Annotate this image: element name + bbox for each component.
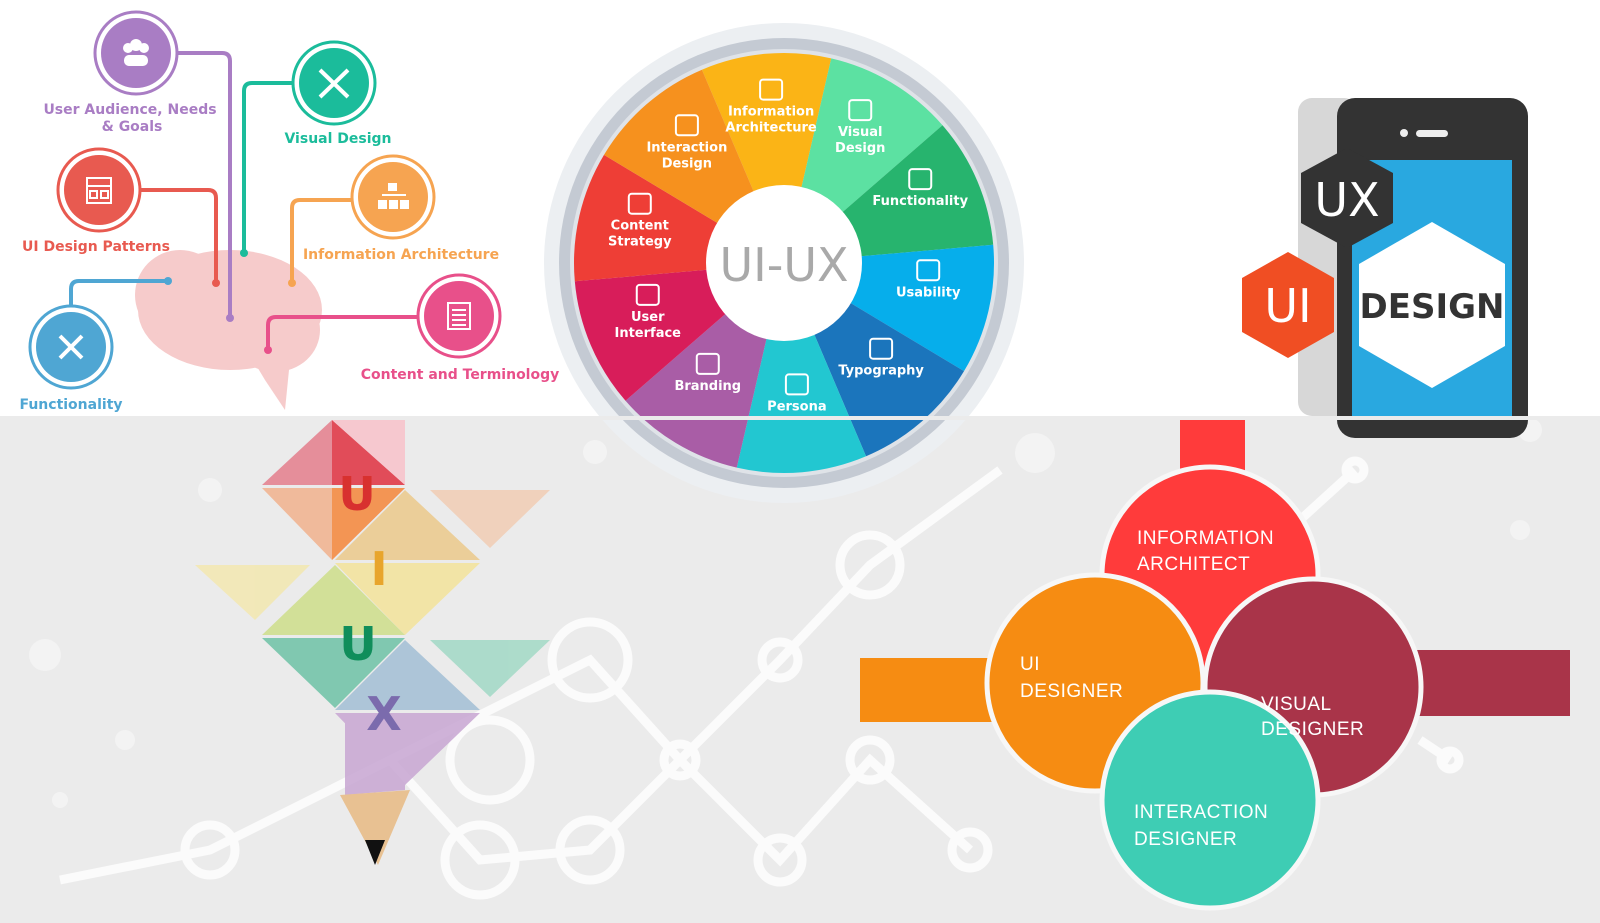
- gear-wrench-icon: [908, 168, 933, 191]
- star-icon: [695, 352, 720, 375]
- ruler-pencil-icon: [318, 68, 350, 99]
- sitemap-icon: [759, 78, 784, 101]
- wheel-segment-label: Interaction: [646, 140, 727, 155]
- node-content-terminology: [416, 273, 502, 359]
- wheel-segment-label: Branding: [674, 379, 741, 394]
- node-visual-design: [291, 40, 377, 126]
- phone-camera: [1400, 129, 1408, 137]
- label-content-terminology: Content and Terminology: [361, 367, 560, 383]
- role-visual-designer-2: DESIGNER: [1261, 719, 1364, 740]
- ui-hexagon: [1242, 252, 1334, 358]
- wheel-segment-label: Visual: [838, 125, 883, 140]
- wheel-segment-label: Typography: [838, 364, 924, 379]
- wheel-segment-label: Design: [835, 141, 885, 156]
- wheel-segment-label: Design: [662, 156, 712, 171]
- design-hexagon: [1359, 222, 1505, 388]
- sitemap-icon: [378, 183, 409, 209]
- wheel-segment-label: Architecture: [725, 121, 817, 136]
- eye-icon: [848, 99, 873, 122]
- nodes-icon: [674, 114, 699, 137]
- role-interaction-designer-2: DESIGNER: [1134, 829, 1237, 850]
- touch-screen-icon: [916, 259, 941, 282]
- wheel-center: [706, 185, 862, 341]
- ux-label: UX: [1314, 173, 1379, 227]
- wheel-segment-label: Strategy: [608, 235, 672, 250]
- wheel-center-label: UI-UX: [719, 238, 848, 292]
- clipboard-icon: [627, 192, 652, 215]
- letter-u-2: U: [339, 617, 376, 671]
- tools-icon: [58, 334, 84, 360]
- people-icon: [784, 373, 809, 396]
- label-user-audience-2: & Goals: [102, 119, 163, 135]
- document-icon: [447, 302, 471, 330]
- ux-hexagon: [1301, 148, 1393, 248]
- phone-speaker: [1416, 130, 1448, 137]
- wheel-segment-label: Content: [611, 219, 669, 234]
- node-functionality: [28, 304, 114, 390]
- network-pattern: [59, 456, 1464, 900]
- label-visual-design: Visual Design: [284, 131, 391, 147]
- node-user-audience: [93, 10, 179, 96]
- label-ui-design-patterns: UI Design Patterns: [22, 239, 170, 255]
- letter-i: I: [370, 542, 387, 596]
- wheel-segment: [736, 263, 867, 473]
- circle-interaction-designer: [1099, 689, 1321, 911]
- role-interaction-designer-1: INTERACTION: [1134, 802, 1268, 823]
- letter-u: U: [338, 467, 375, 521]
- node-information-architecture: [350, 154, 436, 240]
- wheel-segment-label: User: [631, 310, 665, 325]
- pen-nib-icon: [869, 337, 894, 360]
- design-label: DESIGN: [1360, 287, 1505, 327]
- label-functionality: Functionality: [19, 397, 122, 413]
- bar-ui-designer: [860, 658, 995, 722]
- node-ui-design-patterns: [56, 147, 142, 233]
- label-information-architecture: Information Architecture: [303, 247, 499, 263]
- users-icon: [123, 39, 149, 66]
- pencil-tip: [340, 790, 410, 865]
- ui-label: UI: [1264, 279, 1311, 333]
- label-user-audience: User Audience, Needs: [43, 102, 216, 118]
- wheel-segment-label: Interface: [615, 326, 682, 341]
- letter-x: X: [366, 687, 401, 741]
- window-icon: [635, 283, 660, 306]
- bar-visual-designer: [1410, 650, 1570, 716]
- role-info-architect-1: INFORMATION: [1137, 528, 1274, 549]
- wheel-segment-label: Usability: [896, 285, 961, 300]
- role-info-architect-2: ARCHITECT: [1137, 554, 1250, 575]
- wheel-segment-label: Information: [728, 105, 814, 120]
- wheel-segment-label: Functionality: [872, 194, 968, 209]
- role-ui-designer-2: DESIGNER: [1020, 681, 1123, 702]
- wheel-segment-label: Persona: [767, 399, 826, 414]
- layout-icon: [86, 177, 112, 204]
- wheel-segment: [701, 53, 832, 263]
- role-ui-designer-1: UI: [1020, 654, 1040, 675]
- role-visual-designer-1: VISUAL: [1261, 694, 1332, 715]
